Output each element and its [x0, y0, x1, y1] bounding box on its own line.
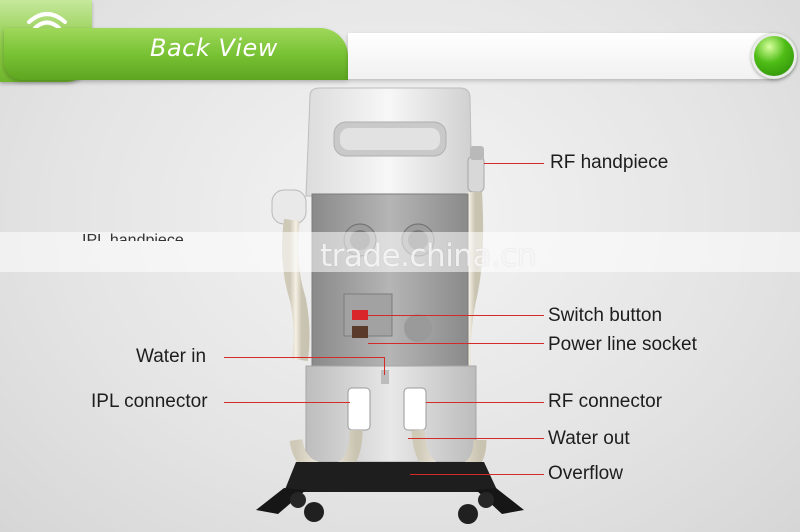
ipl-handpiece [271, 189, 310, 362]
machine-top-shell [305, 87, 473, 197]
label-water-out: Water out [548, 428, 630, 449]
machine-body [311, 193, 469, 369]
label-rf-handpiece: RF handpiece [550, 152, 669, 173]
leader-water-out [408, 438, 544, 439]
header-bar [348, 33, 796, 79]
title-bar [4, 28, 348, 80]
label-rf-connector: RF connector [548, 391, 663, 412]
label-water-in: Water in [136, 346, 207, 367]
leader-water-in-drop [384, 357, 385, 375]
leader-water-in [224, 357, 384, 358]
ipl-handpiece-label-partial: IPL handpiece [82, 232, 184, 241]
leader-overflow [410, 474, 544, 475]
leader-power-line-socket [368, 343, 544, 344]
leader-rf-connector [426, 402, 544, 403]
label-power-line-socket: Power line socket [548, 334, 697, 355]
page-title: Back View [150, 34, 278, 62]
label-ipl-connector: IPL connector [91, 391, 208, 412]
watermark-band [0, 232, 800, 272]
label-switch-button: Switch button [548, 305, 663, 326]
leader-rf-handpiece [484, 163, 544, 164]
label-overflow: Overflow [548, 463, 623, 484]
leader-ipl-connector [224, 402, 350, 403]
machine-lower-panel [305, 365, 477, 463]
watermark-text: trade.china.cn [320, 238, 537, 274]
leader-switch-button [368, 315, 544, 316]
green-status-dot [751, 33, 797, 79]
machine-base [256, 462, 524, 524]
